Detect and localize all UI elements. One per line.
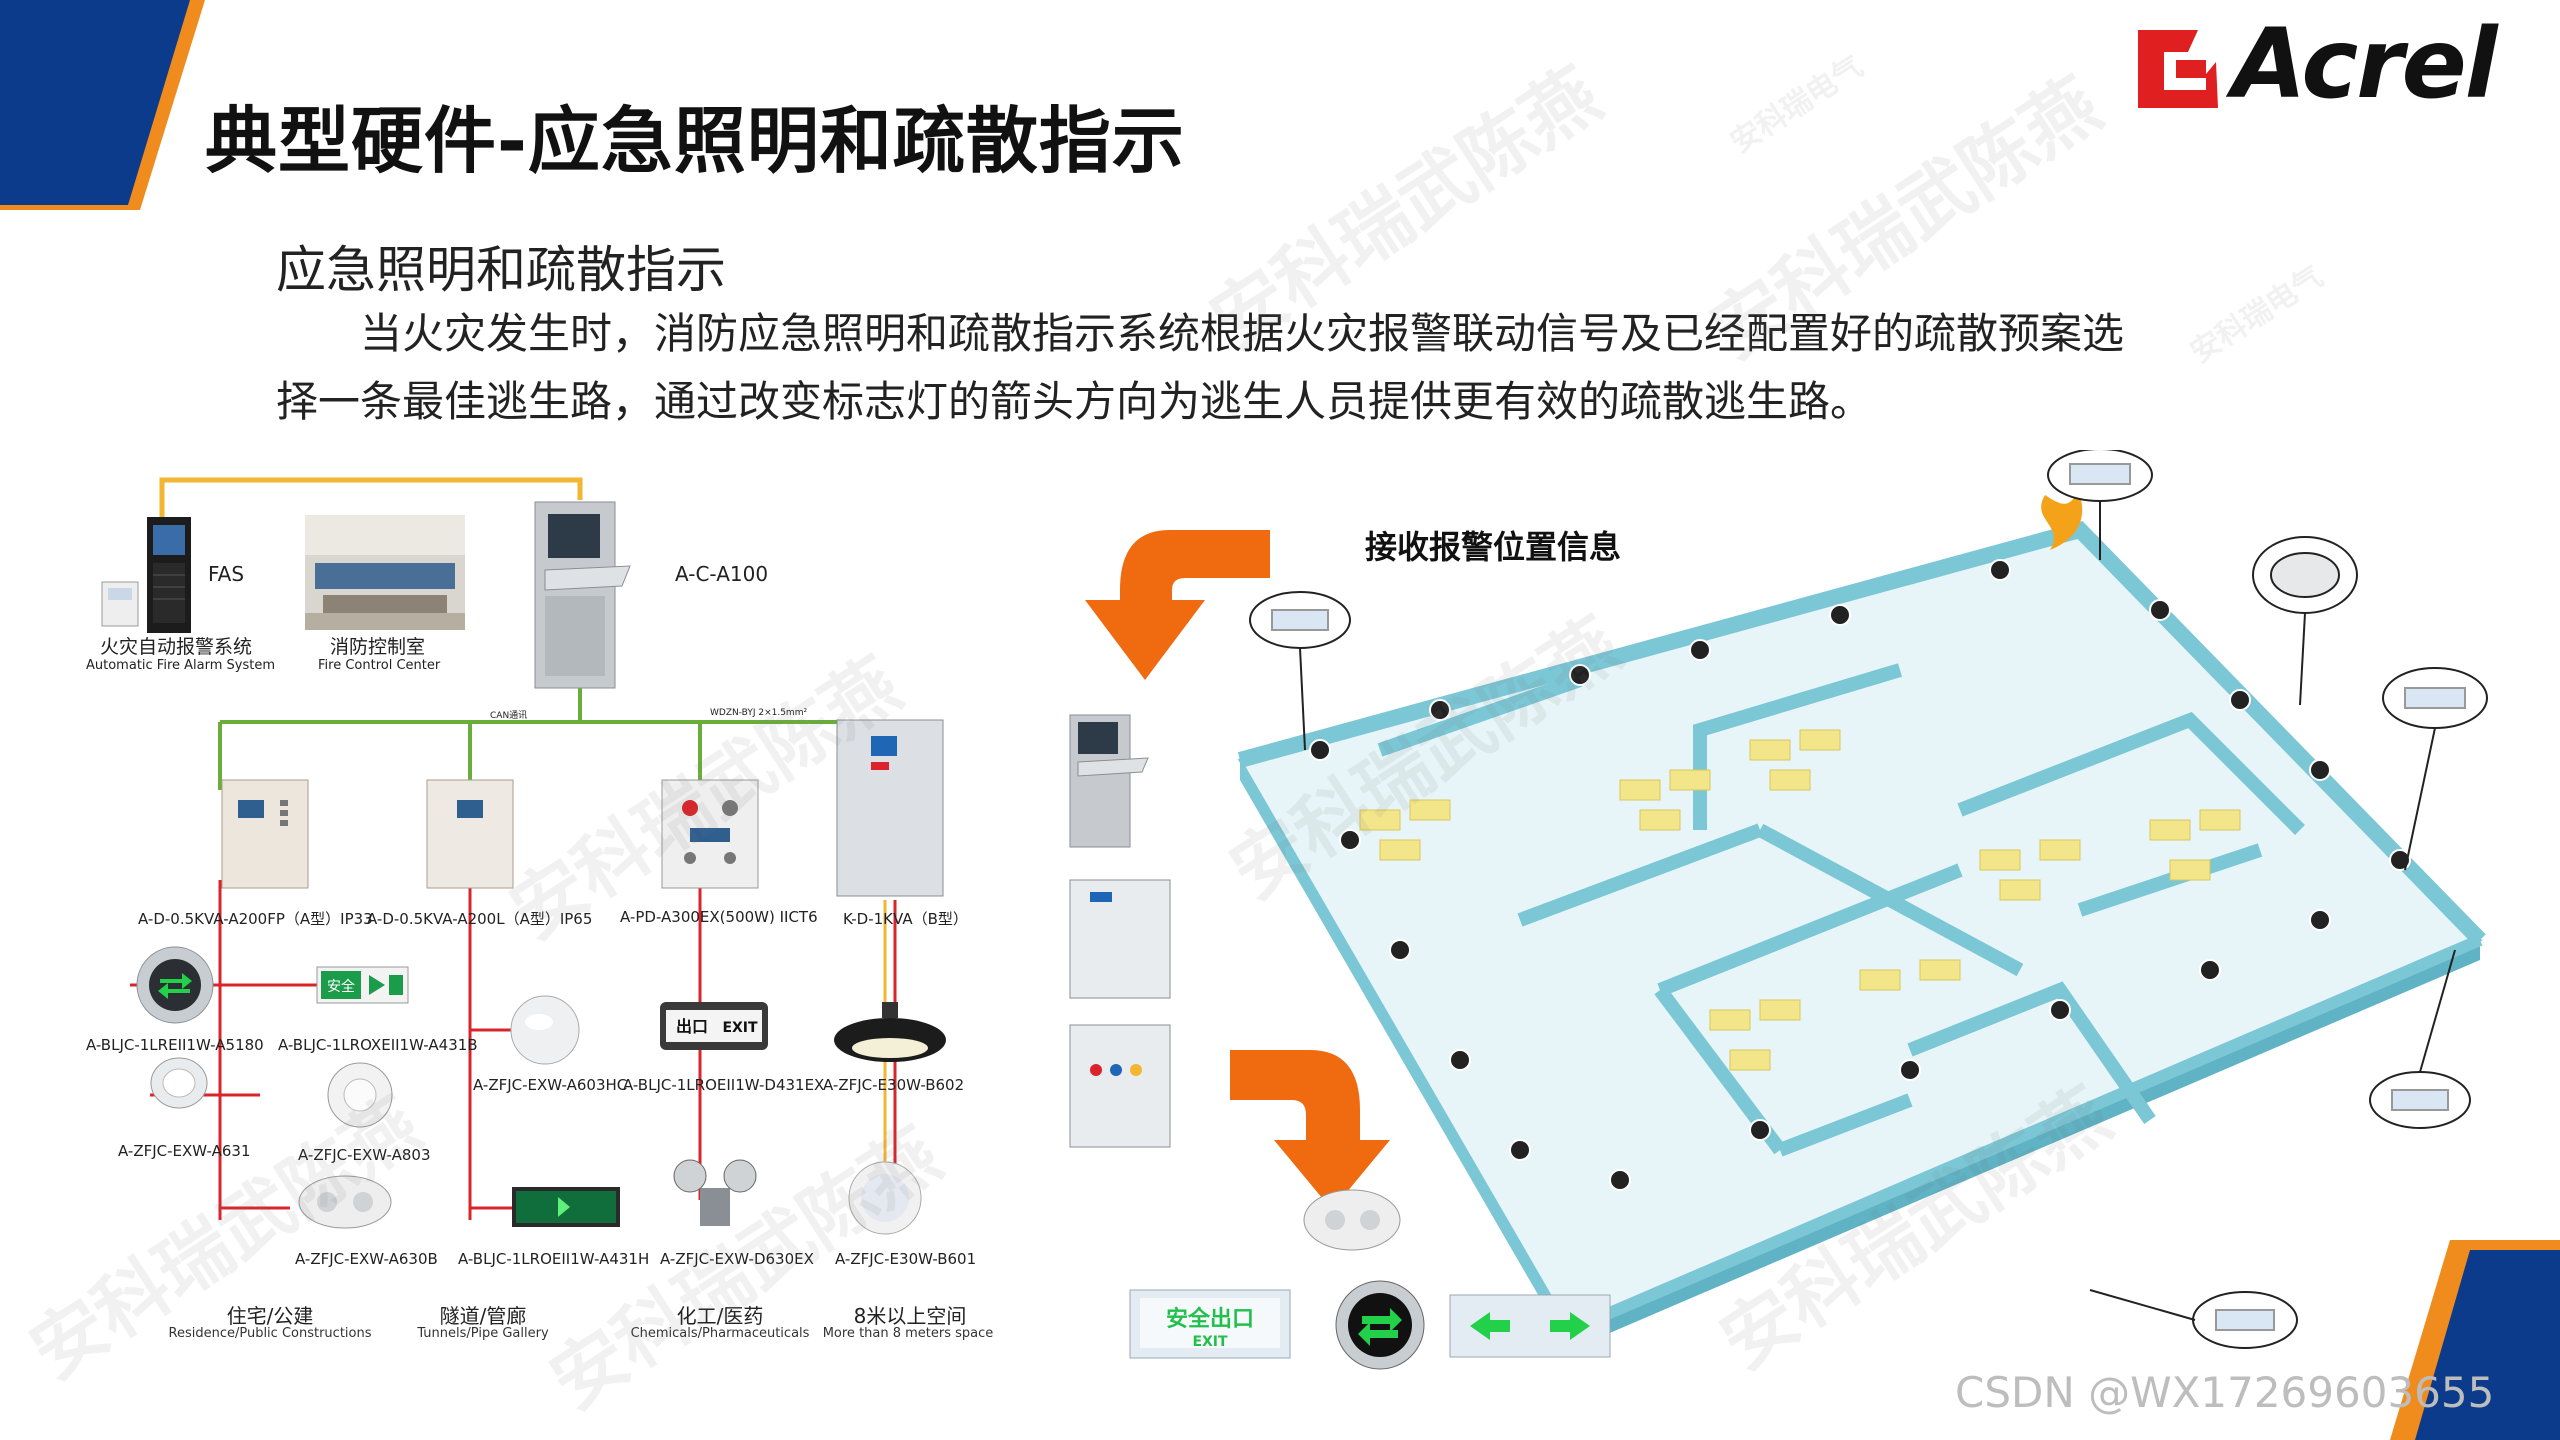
control-room-photo bbox=[305, 515, 465, 630]
fas-cabinet-icon bbox=[147, 517, 191, 633]
device-label-8: A-BLJC-1LROEII1W-D431EX bbox=[623, 1076, 825, 1094]
box-4-label: K-D-1KVA（B型） bbox=[843, 910, 968, 928]
box-3-label: A-PD-A300EX(500W) IICT6 bbox=[620, 908, 818, 926]
twin-head-emergency-light-icon bbox=[298, 1175, 392, 1229]
legend-exit-sign-en: EXIT bbox=[1192, 1334, 1228, 1350]
distribution-box-3-explosion-proof bbox=[661, 779, 759, 889]
distribution-box-4-cabinet bbox=[836, 719, 944, 897]
category-1-en: Residence/Public Constructions bbox=[168, 1326, 372, 1341]
fire-icon bbox=[2041, 490, 2083, 550]
category-1-cn: 住宅/公建 bbox=[226, 1304, 314, 1328]
category-3-cn: 化工/医药 bbox=[676, 1304, 764, 1328]
device-label-10: A-ZFJC-E30W-B602 bbox=[823, 1076, 965, 1094]
device-label-6: A-ZFJC-EXW-A603HC bbox=[473, 1076, 628, 1094]
device-label-4: A-ZFJC-EXW-A803 bbox=[298, 1146, 431, 1164]
callout-exit-sign-top bbox=[2047, 450, 2153, 560]
receive-alarm-location-label: 接收报警位置信息 bbox=[1365, 528, 1622, 566]
tunnel-exit-sign-icon bbox=[512, 1187, 620, 1227]
legend-exit-sign-text: 安全出口 bbox=[1166, 1306, 1254, 1332]
explosion-proof-exit-sign-icon: 出口 EXIT bbox=[660, 1002, 768, 1050]
category-4-en: More than 8 meters space bbox=[822, 1326, 994, 1341]
category-2-en: Tunnels/Pipe Gallery bbox=[417, 1326, 549, 1341]
host-controller-small-icon bbox=[1069, 714, 1149, 848]
fas-cn-label: 火灾自动报警系统 bbox=[100, 636, 253, 658]
legend-exit-sign-icon: 安全出口 EXIT bbox=[1129, 1289, 1291, 1359]
watermark-small: 安科瑞电气 bbox=[1724, 49, 1870, 161]
legend-twin-light-icon bbox=[1303, 1189, 1401, 1251]
acrel-logo-text: Acrel bbox=[2232, 8, 2498, 120]
csdn-watermark: CSDN @WX17269603655 bbox=[1955, 1368, 2495, 1417]
device-label-7: A-BLJC-1LROEII1W-A431H bbox=[458, 1250, 650, 1268]
device-label-1: A-BLJC-1LREII1W-A5180 bbox=[86, 1036, 264, 1054]
round-arrow-indicator-icon bbox=[136, 946, 214, 1024]
explosion-sign-en-text: EXIT bbox=[722, 1020, 758, 1036]
body-line-1: 当火灾发生时，消防应急照明和疏散指示系统根据火灾报警联动信号及已经配置好的疏散预… bbox=[360, 309, 2125, 358]
ceiling-light-icon bbox=[848, 1161, 922, 1235]
evacuation-floor-plan-diagram: 安全出口 EXIT bbox=[1069, 450, 2488, 1370]
orange-arrow-top bbox=[1085, 530, 1270, 680]
body-paragraph: 当火灾发生时，消防应急照明和疏散指示系统根据火灾报警联动信号及已经配置好的疏散预… bbox=[276, 300, 2176, 436]
host-label: A-C-A100 bbox=[675, 562, 769, 586]
host-controller-icon bbox=[534, 501, 631, 689]
orange-arrow-bottom bbox=[1230, 1050, 1390, 1210]
box-1-label: A-D-0.5KVA-A200FP（A型）IP33 bbox=[138, 910, 373, 928]
explosion-sign-cn-text: 出口 bbox=[676, 1017, 708, 1036]
callout-twin-light bbox=[2252, 536, 2358, 706]
explosion-proof-twin-light-icon bbox=[673, 1159, 757, 1226]
exit-sign-device-icon: 安全 bbox=[316, 966, 409, 1004]
box-2-label: A-D-0.5KVA-A200L（A型）IP65 bbox=[367, 910, 593, 928]
control-room-cn-label: 消防控制室 bbox=[330, 636, 426, 658]
category-2-cn: 隧道/管廊 bbox=[439, 1304, 527, 1328]
callout-exit-sign-right bbox=[2369, 949, 2471, 1129]
device-label-5: A-ZFJC-EXW-A630B bbox=[295, 1250, 438, 1268]
callout-arrow-sign bbox=[2382, 667, 2488, 871]
category-3-en: Chemicals/Pharmaceuticals bbox=[630, 1326, 810, 1341]
device-label-11: A-ZFJC-E30W-B601 bbox=[835, 1250, 977, 1268]
dome-light-icon bbox=[510, 995, 580, 1065]
acrel-logo bbox=[2138, 30, 2218, 108]
downlight-icon bbox=[150, 1057, 208, 1109]
body-line-2: 择一条最佳逃生路，通过改变标志灯的箭头方向为逃生人员提供更有效的疏散逃生路。 bbox=[276, 377, 1873, 426]
legend-round-arrow-icon bbox=[1335, 1280, 1425, 1370]
section-heading: 应急照明和疏散指示 bbox=[276, 241, 726, 299]
bus-label-can: CAN通讯 bbox=[490, 711, 528, 721]
floor-slab-side bbox=[1240, 760, 1570, 1350]
watermark-small: 安科瑞电气 bbox=[2184, 259, 2330, 371]
distribution-box-buttons-icon bbox=[1069, 1024, 1171, 1148]
corner-decoration-bottom-right bbox=[2390, 1240, 2560, 1440]
distribution-box-1 bbox=[221, 779, 309, 889]
callout-exit-sign-left bbox=[1249, 591, 1351, 751]
device-label-3: A-ZFJC-EXW-A631 bbox=[118, 1142, 251, 1160]
fas-en-label: Automatic Fire Alarm System bbox=[86, 658, 275, 673]
round-emergency-light-icon bbox=[327, 1062, 393, 1128]
system-topology-diagram: CAN通讯 WDZN-BYJ 2×1.5mm² FAS 火灾自动报警系统 Aut… bbox=[60, 460, 1000, 1360]
distribution-box-2 bbox=[426, 779, 514, 889]
fas-label: FAS bbox=[208, 562, 245, 586]
high-bay-light-icon bbox=[834, 1002, 946, 1062]
callout-exit-sign-bottom bbox=[2089, 1289, 2298, 1349]
category-4-cn: 8米以上空间 bbox=[853, 1304, 967, 1328]
corner-decoration-top-left bbox=[0, 0, 205, 210]
slide-title: 典型硬件-应急照明和疏散指示 bbox=[205, 99, 1185, 183]
exit-sign-device-text: 安全 bbox=[327, 978, 355, 995]
device-label-2: A-BLJC-1LROXEII1W-A431B bbox=[278, 1036, 478, 1054]
distribution-box-small-icon bbox=[1069, 879, 1171, 999]
device-label-9: A-ZFJC-EXW-D630EX bbox=[660, 1250, 814, 1268]
control-room-en-label: Fire Control Center bbox=[318, 658, 441, 673]
bus-label-wdz: WDZN-BYJ 2×1.5mm² bbox=[710, 708, 808, 718]
fas-panel-icon bbox=[101, 581, 139, 627]
legend-arrow-sign-icon bbox=[1449, 1294, 1611, 1358]
